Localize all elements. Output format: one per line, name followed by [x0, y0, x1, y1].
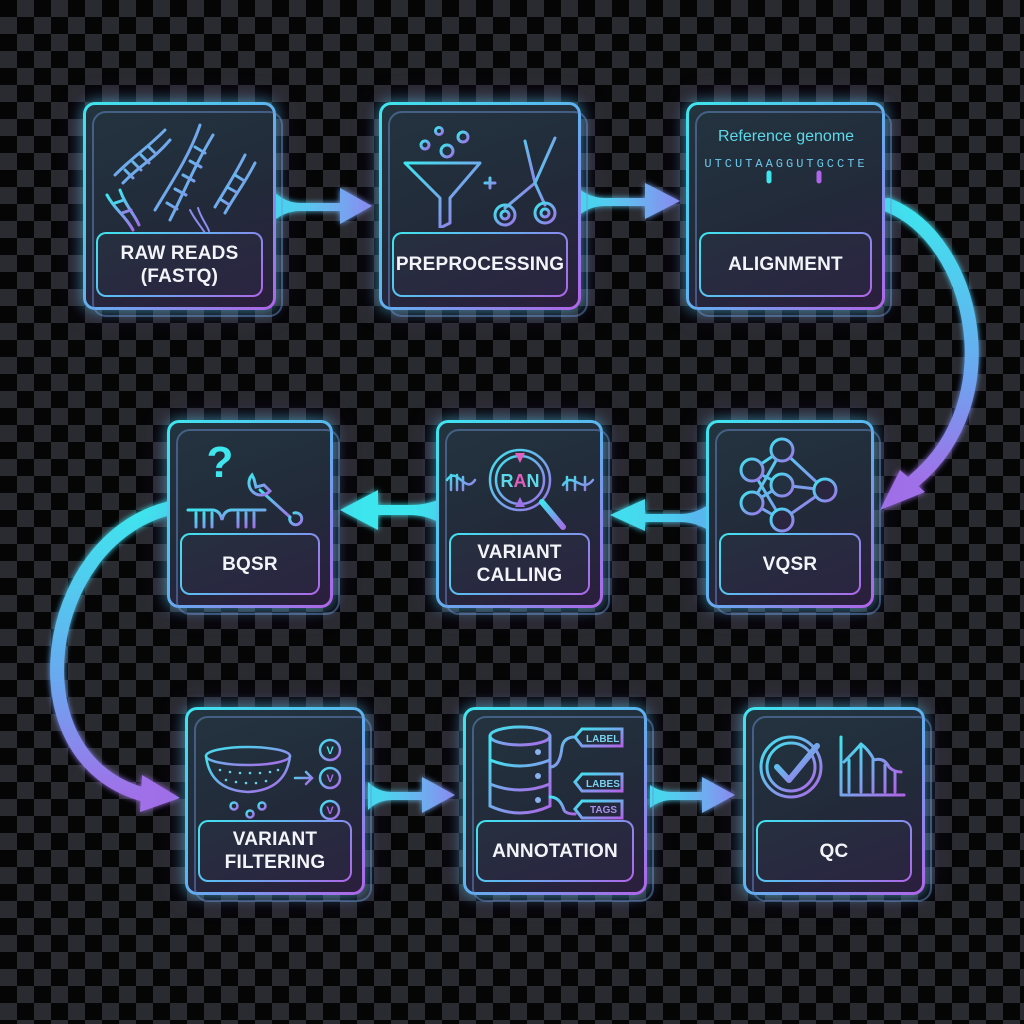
- node-label: ALIGNMENT: [699, 232, 872, 297]
- arrow-preprocessing-to-alignment: [578, 183, 680, 219]
- node-label: PREPROCESSING: [392, 232, 568, 297]
- dna-helix-icon: [86, 115, 273, 235]
- svg-text:V: V: [326, 745, 334, 757]
- question-wrench-icon: ?: [170, 435, 330, 535]
- neural-network-icon: [709, 435, 871, 535]
- svg-text:?: ?: [207, 438, 234, 487]
- magnifier-dna-icon: RAN: [439, 435, 600, 535]
- funnel-plus-scissors-icon: [382, 123, 578, 228]
- arrow-alignment-to-vqsr: [880, 198, 979, 510]
- arrow-variant-calling-to-bqsr: [340, 490, 438, 530]
- node-label: VARIANT FILTERING: [198, 820, 352, 882]
- strainer-icon: V V V: [188, 720, 362, 820]
- node-label: BQSR: [180, 533, 320, 595]
- svg-text:TAGS: TAGS: [590, 805, 617, 816]
- arrow-raw-to-preprocessing: [272, 188, 372, 224]
- arrow-filtering-to-annotation: [368, 777, 455, 813]
- node-alignment[interactable]: Reference genome UTCUTAAGGUTGCCTE ALIGNM…: [686, 102, 892, 317]
- svg-text:LABES: LABES: [586, 779, 620, 790]
- arrow-annotation-to-qc: [650, 777, 735, 813]
- arrow-bqsr-to-variant-filtering: [50, 501, 180, 812]
- node-qc[interactable]: QC: [743, 707, 932, 902]
- node-label: VQSR: [719, 533, 861, 595]
- node-annotation[interactable]: LABEL LABES TAGS ANNOTATION: [463, 707, 654, 902]
- node-preprocessing[interactable]: PREPROCESSING: [379, 102, 588, 317]
- reference-alignment-icon: Reference genome UTCUTAAGGUTGCCTE: [689, 121, 882, 221]
- reference-genome-title: Reference genome: [717, 128, 853, 145]
- node-label: ANNOTATION: [476, 820, 634, 882]
- node-vqsr[interactable]: VQSR: [706, 420, 881, 615]
- node-label: QC: [756, 820, 912, 882]
- node-variant-filtering[interactable]: V V V VARIANT FILTERING: [185, 707, 372, 902]
- variant-bases: RAN: [500, 471, 539, 491]
- node-label: RAW READS (FASTQ): [96, 232, 263, 297]
- svg-text:V: V: [326, 805, 334, 817]
- check-chart-icon: [746, 732, 922, 802]
- database-tags-icon: LABEL LABES TAGS: [466, 722, 644, 822]
- node-label: VARIANT CALLING: [449, 533, 590, 595]
- node-raw-reads[interactable]: RAW READS (FASTQ): [83, 102, 283, 317]
- reference-sequence: UTCUTAAGGUTGCCTE: [704, 157, 867, 171]
- arrow-vqsr-to-variant-calling: [610, 499, 708, 531]
- svg-text:LABEL: LABEL: [586, 734, 619, 745]
- node-variant-calling[interactable]: RAN VARIANT CALLING: [436, 420, 610, 615]
- svg-text:V: V: [326, 773, 334, 785]
- node-bqsr[interactable]: ? BQSR: [167, 420, 340, 615]
